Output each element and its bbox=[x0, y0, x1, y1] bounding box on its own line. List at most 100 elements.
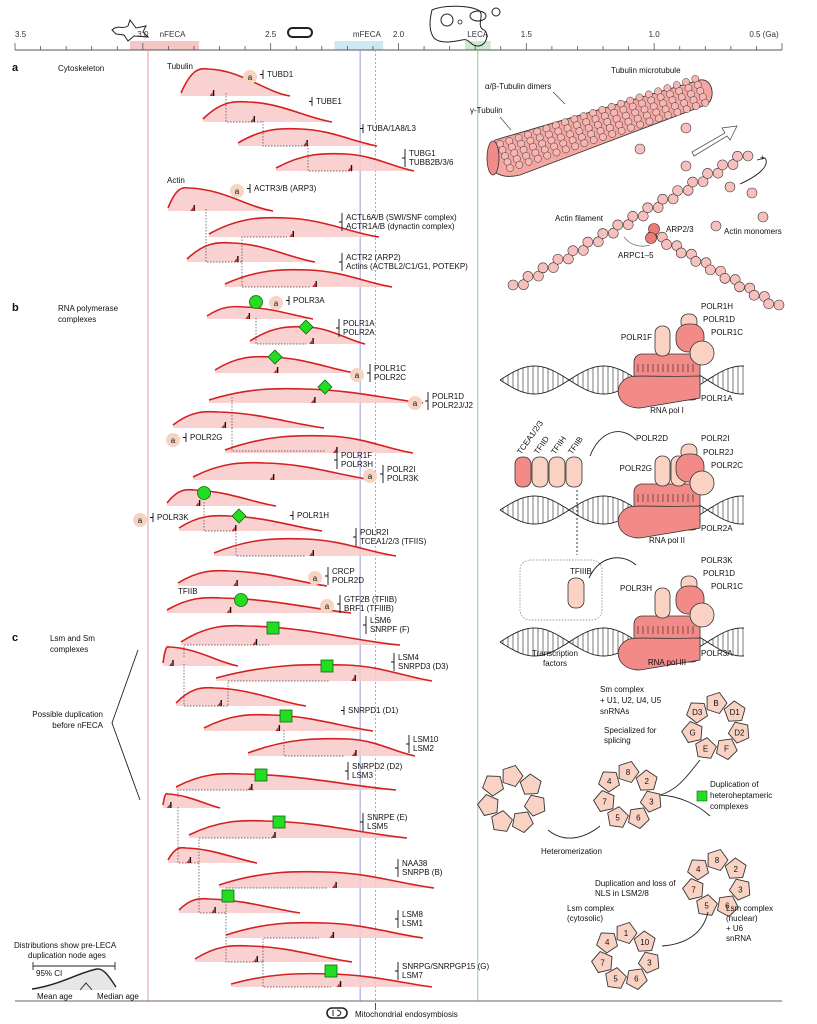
side-subunit bbox=[689, 470, 715, 496]
tf-caption: Transcription bbox=[532, 649, 578, 658]
axis-tick-label: 1.0 bbox=[649, 30, 661, 39]
ring-subunit bbox=[502, 765, 524, 787]
actin-branch-subunit bbox=[719, 273, 731, 284]
ring-subunit bbox=[628, 807, 650, 829]
age-distribution-curve bbox=[247, 737, 416, 757]
ring-subunit-label: 7 bbox=[691, 885, 696, 894]
ring-subunit bbox=[681, 721, 703, 743]
actin-subunit bbox=[518, 279, 529, 291]
gene-label-bracket bbox=[183, 433, 187, 442]
ancestral-badge-letter: a bbox=[171, 436, 176, 445]
transcription-factor-subunit bbox=[548, 456, 566, 488]
tubulin-sublabel: Tubulin bbox=[167, 62, 193, 71]
gene-name: SNRPD2 (D2) bbox=[352, 762, 403, 771]
epoch-band-nfeca bbox=[130, 41, 200, 50]
transcription-factor-subunit bbox=[514, 456, 532, 488]
actin-subunit bbox=[642, 202, 654, 214]
gene-name: LSM8 bbox=[402, 910, 423, 919]
tfiiib-label: TFIIIB bbox=[570, 567, 592, 576]
gene-name: POLR2J/J2 bbox=[432, 401, 473, 410]
gene-name: POLR1F bbox=[341, 451, 372, 460]
duplication-connector bbox=[241, 260, 310, 288]
axis-tick-label: 2.5 bbox=[265, 30, 277, 39]
actin-branch-subunit bbox=[675, 247, 687, 259]
ring-subunit-label: 2 bbox=[645, 777, 650, 786]
age-distribution-curve bbox=[186, 241, 316, 263]
actin-subunit bbox=[727, 159, 739, 170]
pol1-label: POLR1D bbox=[703, 315, 735, 324]
mean-age-mark bbox=[303, 142, 307, 146]
gene-label-bracket bbox=[345, 762, 349, 780]
lsm-nuclear-label: Lsm complex bbox=[726, 904, 773, 913]
ring-subunit bbox=[519, 773, 542, 795]
age-distribution-fill bbox=[203, 101, 332, 122]
actin-monomer bbox=[634, 143, 646, 155]
panel-a-letter: a bbox=[12, 62, 19, 74]
transcription-factor-label: TFIIB bbox=[566, 435, 585, 456]
epoch-label-mfeca: mFECA bbox=[353, 30, 382, 39]
mean-age-mark bbox=[275, 727, 279, 731]
age-distribution-curve bbox=[202, 100, 333, 123]
actin-subunit bbox=[533, 270, 544, 282]
duplication-markers bbox=[197, 295, 338, 978]
ring-subunit-label: 5 bbox=[704, 902, 709, 911]
ring-subunit-label: 3 bbox=[738, 885, 743, 894]
gene-name: LSM7 bbox=[402, 971, 423, 980]
duplication-connector bbox=[241, 236, 287, 262]
actin-subunit bbox=[612, 219, 624, 231]
age-distributions bbox=[162, 67, 435, 988]
gene-name: POLR3A bbox=[293, 296, 325, 305]
age-distribution-curve bbox=[224, 434, 414, 454]
ring-subunit-label: 6 bbox=[725, 902, 730, 911]
axis-tick-label: 3.5 bbox=[15, 30, 27, 39]
ring-subunit bbox=[717, 895, 739, 917]
polymerization-arrow bbox=[739, 157, 767, 185]
legend-mean: Mean age bbox=[37, 992, 73, 1001]
pol3-name: RNA pol III bbox=[648, 658, 686, 667]
ring-subunit-label: 7 bbox=[600, 958, 605, 967]
duplication-connector bbox=[307, 145, 352, 172]
rna-pol-iii-complex bbox=[499, 575, 745, 671]
duplication-connector bbox=[262, 937, 319, 961]
gene-label-bracket bbox=[341, 706, 345, 715]
heteromerization-arrow bbox=[547, 825, 601, 839]
mean-age-mark bbox=[209, 92, 213, 96]
actin-subunit bbox=[548, 262, 559, 273]
mean-age-mark bbox=[250, 118, 254, 122]
tf-dotted-box bbox=[519, 559, 603, 621]
gene-name: SNRPD1 (D1) bbox=[348, 706, 399, 715]
age-distribution-fill bbox=[219, 871, 434, 888]
panel-b-letter: b bbox=[12, 302, 19, 314]
actin-subunit bbox=[667, 193, 679, 205]
age-distribution-fill bbox=[181, 68, 290, 96]
gene-name: POLR2I bbox=[360, 528, 388, 537]
possible-duplication-bracket: Possible duplication before nFECA bbox=[32, 649, 141, 801]
gene-label-bracket bbox=[290, 511, 294, 520]
gene-name: TUBD1 bbox=[267, 70, 294, 79]
gene-label-bracket bbox=[406, 735, 410, 753]
stalk-subunit bbox=[654, 587, 671, 619]
ring-subunit bbox=[639, 790, 662, 813]
tubulin-subunit bbox=[664, 111, 672, 120]
gene-label-bracket bbox=[247, 184, 251, 193]
pol1-name: RNA pol I bbox=[650, 406, 684, 415]
legend-title-2: duplication node ages bbox=[28, 951, 106, 960]
tubulin-subunit bbox=[608, 130, 617, 138]
actin-branch-subunit bbox=[734, 281, 745, 293]
age-distribution-fill bbox=[276, 153, 414, 171]
mean-age-mark bbox=[211, 909, 215, 913]
actin-subunit bbox=[578, 245, 589, 256]
axis-tick-label: 1.5 bbox=[521, 30, 533, 39]
duplication-connector bbox=[225, 913, 263, 963]
epoch-label-leca: LECA bbox=[467, 30, 489, 39]
actin-subunit bbox=[522, 271, 534, 282]
gene-label-actr2: ACTR2 (ARP2)Actins (ACTBL2/C1/G1, POTEKP… bbox=[339, 253, 468, 271]
duplication-connector bbox=[225, 887, 327, 912]
